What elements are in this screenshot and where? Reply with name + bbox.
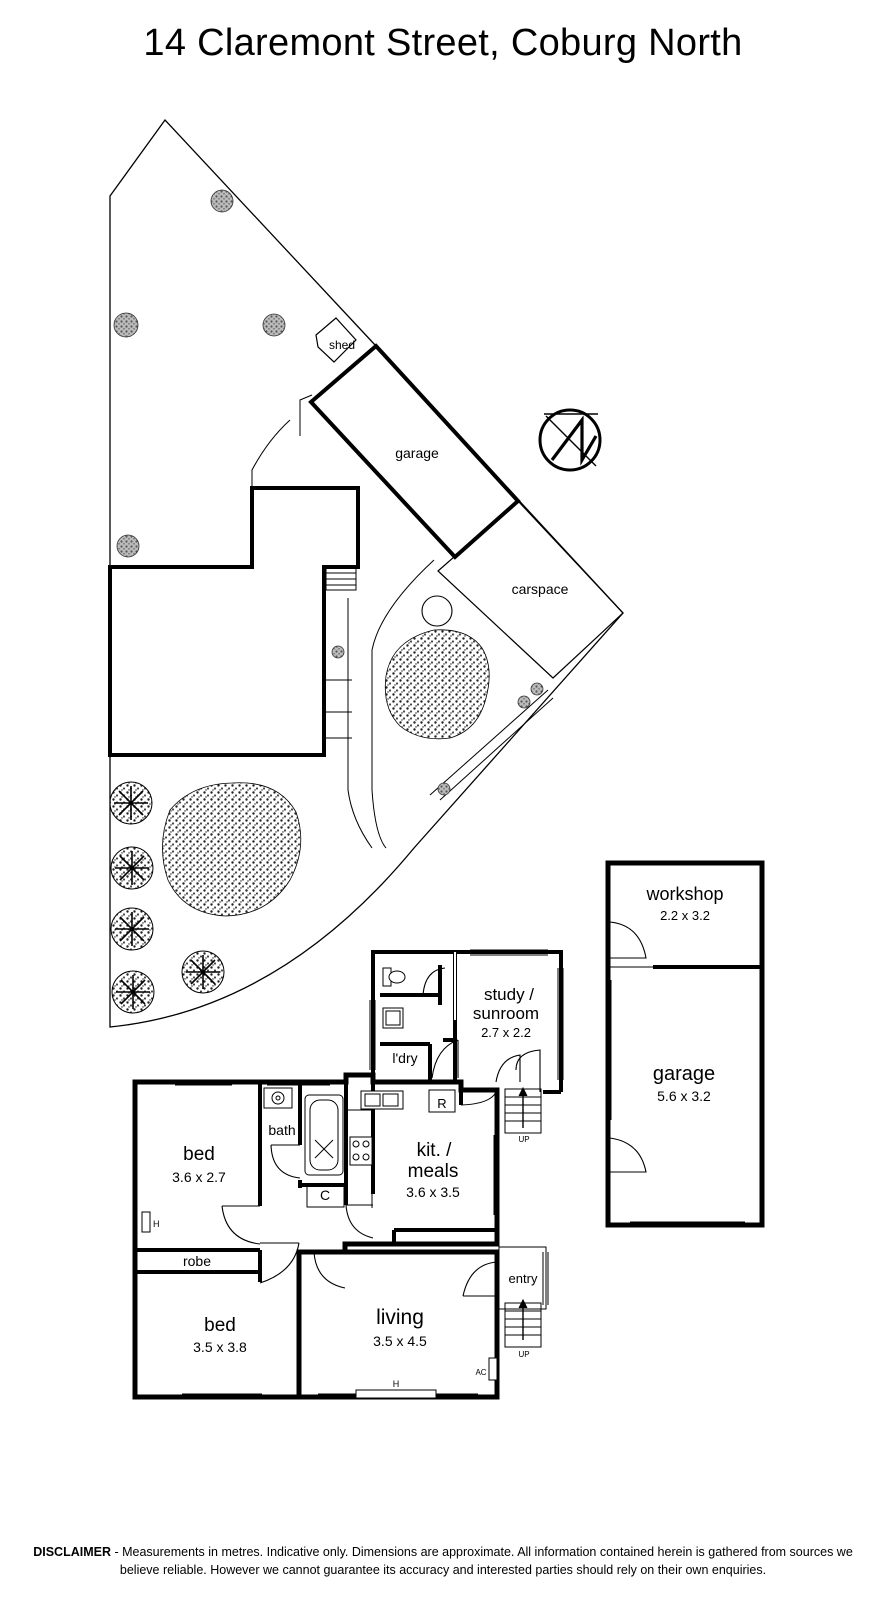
toilet-icon [382,967,406,987]
disclaimer: DISCLAIMER - Measurements in metres. Ind… [30,1543,856,1579]
front-fence [429,689,554,801]
study-dims: 2.7 x 2.2 [481,1025,531,1040]
site-garage: garage [308,343,521,560]
aircon-label: AC [475,1368,486,1377]
basin-icon [382,1007,404,1029]
shrub-icon [437,782,451,796]
shrub-icon [331,645,345,659]
kitchen-bench [348,1109,373,1208]
kitchen-label-line1: kit. / [417,1140,453,1161]
house-floor-plan: bed 3.6 x 2.7 robe bed 3.5 x 3.8 bath C … [132,921,647,1400]
cupboard-label: C [320,1187,330,1203]
bed1-label: bed [183,1144,215,1165]
shrub-icon [116,534,140,558]
up-label: UP [518,1350,529,1359]
outbuilding-garage-label: garage [653,1063,715,1085]
side-path [251,394,313,488]
heater-label: H [393,1379,400,1389]
shrub-icon [517,695,531,709]
stairs-icon [504,1298,542,1348]
property-boundary [109,118,624,1028]
house-footprint [108,486,360,757]
stairs-icon [325,567,357,591]
kitchen-label-line2: meals [408,1161,459,1182]
outbuilding: workshop 2.2 x 3.2 garage 5.6 x 3.2 [605,860,765,1228]
sink-icon [360,1090,404,1110]
heater-label: H [153,1219,160,1229]
page-title: 14 Claremont Street, Coburg North [143,22,743,64]
living-label: living [376,1306,424,1329]
aircon-box [488,1357,498,1381]
tree-icon [162,782,302,917]
shrub-icon [113,312,139,338]
fridge-space [428,1089,456,1113]
cupboard-box [306,1184,345,1208]
windows [605,980,745,1228]
carspace-label: carspace [512,581,569,597]
entry-label: entry [509,1271,538,1286]
shrub-icon [262,313,286,337]
round-planter [421,595,453,627]
study-label-line2: sunroom [473,1004,539,1023]
up-label: UP [518,1135,529,1144]
bed1-dims: 3.6 x 2.7 [172,1169,226,1185]
kitchen-dims: 3.6 x 3.5 [406,1184,460,1200]
living-dims: 3.5 x 4.5 [373,1333,427,1349]
heater-box [141,1211,151,1233]
shrub-icon [530,682,544,696]
workshop-label: workshop [645,884,723,904]
stairs-icon [504,1086,542,1134]
garden-path [324,559,435,849]
laundry-label: l'dry [392,1050,417,1066]
bath-label: bath [268,1122,295,1138]
site-garage-label: garage [395,445,439,461]
carspace: carspace [437,500,624,679]
disclaimer-label: DISCLAIMER [33,1545,111,1559]
north-arrow-icon [538,408,602,472]
shrub-star-marks [114,786,220,1009]
shrub-icon [210,189,234,213]
rear-wing-walls [371,950,563,1094]
shed-label: shed [329,338,355,352]
tree-icon [384,629,490,740]
basin-icon [263,1087,293,1109]
door-swing-icon [221,921,647,1297]
stove-icon [349,1136,373,1166]
outbuilding-garage-dims: 5.6 x 3.2 [657,1088,711,1104]
site-plan: shed garage carspace [108,118,624,1028]
fridge-label: R [437,1096,446,1111]
outbuilding-walls [605,860,765,1228]
bathtub-icon [304,1094,344,1176]
workshop-dims: 2.2 x 3.2 [660,908,710,923]
study-label-line1: study / [484,985,534,1004]
bed2-dims: 3.5 x 3.8 [193,1339,247,1355]
bed2-label: bed [204,1315,236,1336]
shed: shed [315,317,357,363]
robe-label: robe [183,1253,211,1269]
heater-box [355,1389,437,1399]
disclaimer-text: - Measurements in metres. Indicative onl… [111,1545,853,1577]
